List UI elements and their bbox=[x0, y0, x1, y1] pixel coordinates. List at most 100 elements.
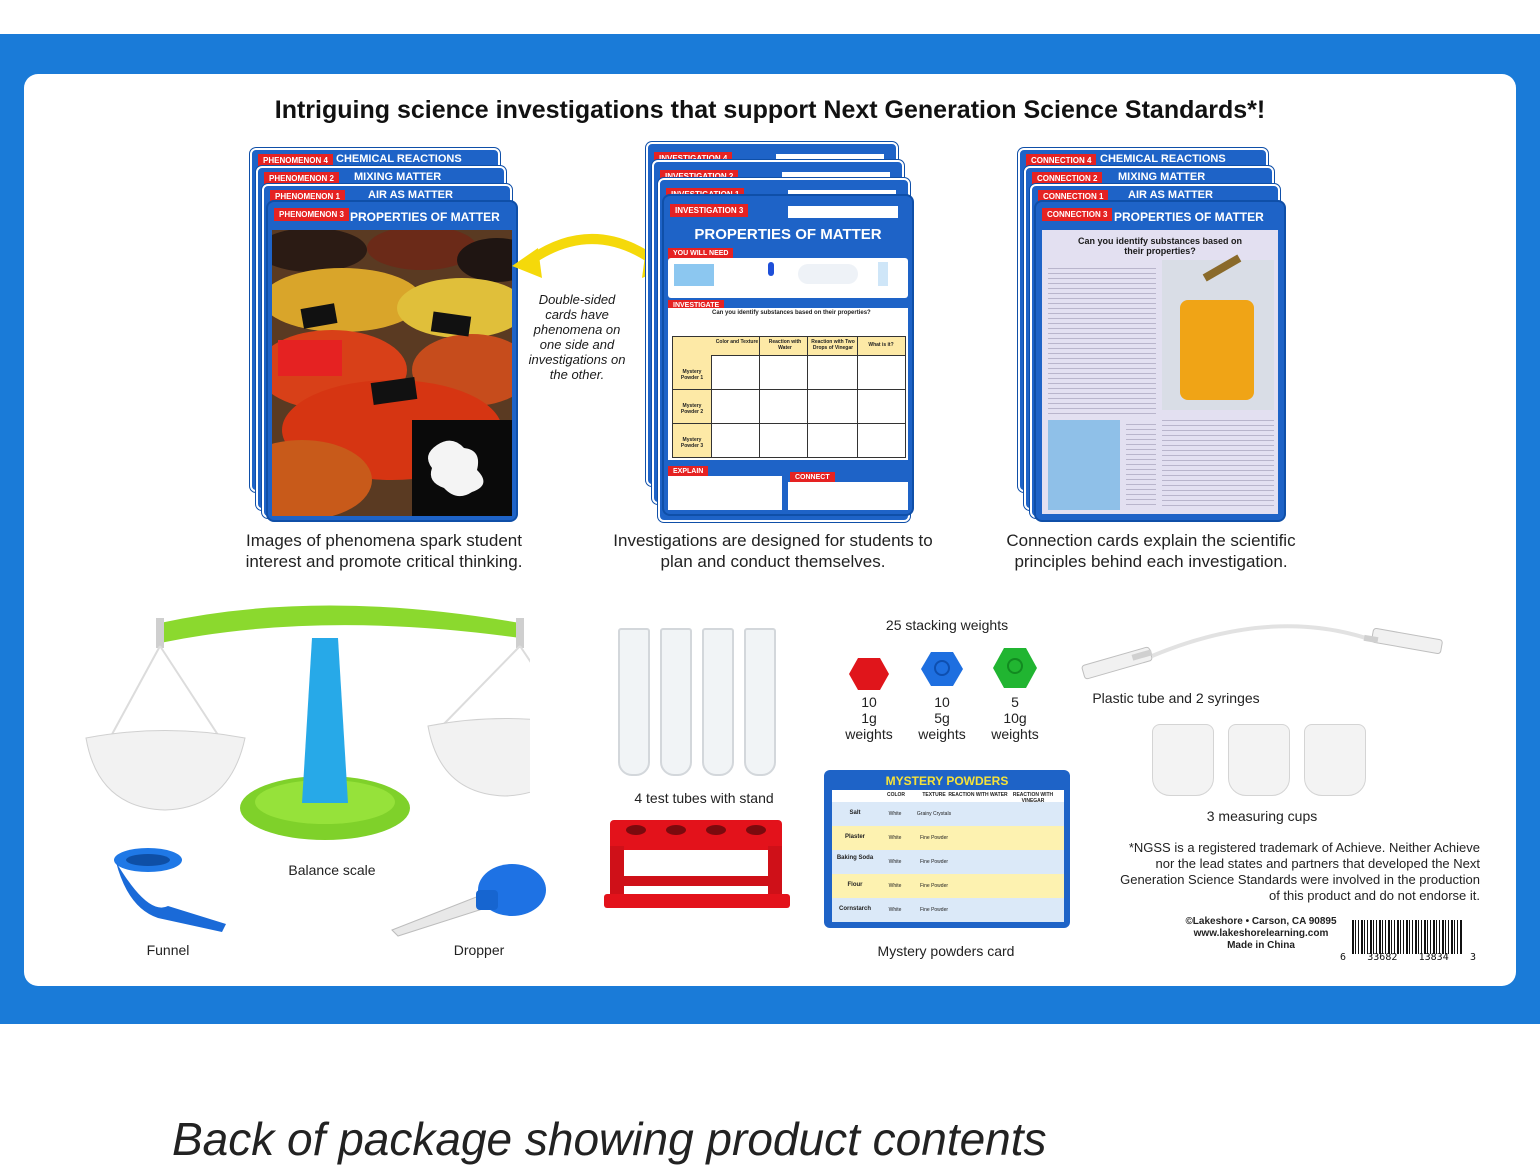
card-title: PROPERTIES OF MATTER bbox=[1114, 210, 1264, 224]
weight-1g-icon bbox=[849, 658, 889, 690]
weight-label: 10 1g weights bbox=[840, 694, 898, 742]
company-website: www.lakeshorelearning.com bbox=[1193, 928, 1329, 939]
funnel-illustration bbox=[114, 848, 226, 932]
card-title: PROPERTIES OF MATTER bbox=[694, 226, 882, 243]
card-title: MIXING MATTER bbox=[1118, 171, 1206, 183]
bottle-icon bbox=[878, 262, 888, 286]
mystery-row: Plaster White Fine Powder bbox=[832, 826, 1064, 850]
mystery-row-texture: Grainy Crystals bbox=[916, 811, 952, 817]
mystery-row-texture: Fine Powder bbox=[919, 835, 949, 841]
table-row-header-col bbox=[673, 355, 712, 457]
tube-syringes-illustration bbox=[1081, 624, 1443, 680]
honey-photo bbox=[1162, 254, 1274, 410]
barcode-digit: 6 bbox=[1340, 952, 1347, 963]
mystery-row-name: Plaster bbox=[844, 834, 865, 840]
mystery-row-name: Baking Soda bbox=[836, 855, 874, 861]
company-info: ©Lakeshore • Carson, CA 90895 www.lakesh… bbox=[1166, 916, 1356, 952]
investigation-table: Color and Texture Reaction with Water Re… bbox=[672, 336, 906, 458]
card-title: PROPERTIES OF MATTER bbox=[350, 210, 500, 224]
card-tag: CONNECTION 3 bbox=[1042, 208, 1113, 221]
name-line bbox=[788, 206, 898, 218]
weights-title: 25 stacking weights bbox=[885, 617, 1009, 633]
card-title: AIR AS MATTER bbox=[1128, 189, 1213, 201]
test-tube bbox=[660, 628, 692, 776]
card-tag: INVESTIGATION 3 bbox=[670, 204, 749, 217]
table-header-row bbox=[673, 337, 905, 356]
table-line bbox=[857, 337, 858, 457]
card-title: CHEMICAL REACTIONS bbox=[1100, 153, 1226, 165]
weight-size: 10g bbox=[1003, 710, 1027, 726]
mystery-header: REACTION WITH WATER bbox=[948, 792, 1008, 798]
card-tag: CONNECTION 2 bbox=[1032, 172, 1103, 185]
mystery-row: Flour White Fine Powder bbox=[832, 874, 1064, 898]
card-tag: PHENOMENON 2 bbox=[264, 172, 339, 185]
mystery-row: Baking Soda White Fine Powder bbox=[832, 850, 1064, 874]
measuring-cup bbox=[1228, 724, 1290, 796]
weight-count: 5 bbox=[1011, 694, 1019, 710]
name-line bbox=[776, 154, 884, 164]
mystery-header: REACTION WITH VINEGAR bbox=[1012, 792, 1054, 804]
text-block bbox=[1048, 264, 1156, 414]
weight-unit: weights bbox=[918, 726, 966, 742]
card-title: CHEMICAL REACTIONS bbox=[336, 153, 462, 165]
mystery-header: COLOR bbox=[886, 792, 906, 798]
footer-caption: Back of package showing product contents bbox=[172, 1113, 1047, 1165]
balance-scale-illustration bbox=[85, 605, 530, 840]
investigate-question: Can you identify substances based on the… bbox=[712, 310, 871, 316]
weight-10g-icon bbox=[993, 648, 1037, 688]
table-line bbox=[759, 337, 760, 457]
honey-jar bbox=[1180, 300, 1254, 400]
table-row-label: Mystery Powder 1 bbox=[680, 369, 704, 381]
weight-label: 10 5g weights bbox=[912, 694, 972, 742]
connection-question: Can you identify substances based on the… bbox=[1077, 236, 1243, 256]
card-title: AIR AS MATTER bbox=[368, 189, 453, 201]
text-block bbox=[1162, 416, 1274, 508]
dropper-icon bbox=[768, 262, 774, 276]
ngss-disclaimer: *NGSS is a registered trademark of Achie… bbox=[1120, 840, 1480, 903]
mystery-card-table: COLOR TEXTURE REACTION WITH WATER REACTI… bbox=[832, 790, 1064, 922]
barcode bbox=[1352, 920, 1462, 954]
mystery-card-label: Mystery powders card bbox=[877, 943, 1015, 959]
mystery-row-name: Cornstarch bbox=[838, 906, 871, 912]
explain-box bbox=[668, 476, 782, 510]
test-tubes-label: 4 test tubes with stand bbox=[634, 790, 774, 806]
mystery-powders-card: MYSTERY POWDERS COLOR TEXTURE REACTION W… bbox=[824, 770, 1070, 928]
mystery-row-color: White bbox=[888, 835, 902, 841]
measuring-cup bbox=[1304, 724, 1366, 796]
table-header: Color and Texture bbox=[715, 339, 759, 345]
mystery-row-texture: Fine Powder bbox=[919, 907, 949, 913]
table-line bbox=[807, 337, 808, 457]
test-tube bbox=[618, 628, 650, 776]
investigate-area: Can you identify substances based on the… bbox=[668, 308, 908, 460]
double-sided-note: Double-sided cards have phenomena on one… bbox=[528, 292, 626, 382]
test-tube bbox=[702, 628, 734, 776]
mystery-row-texture: Fine Powder bbox=[919, 883, 949, 889]
mystery-row-color: White bbox=[888, 907, 902, 913]
card-tag: PHENOMENON 3 bbox=[274, 208, 349, 221]
card-tag: PHENOMENON 1 bbox=[270, 190, 345, 203]
table-header: Reaction with Water bbox=[768, 339, 802, 351]
barcode-digit: 33682 bbox=[1367, 952, 1398, 963]
mystery-row-color: White bbox=[888, 883, 902, 889]
mystery-row-name: Flour bbox=[847, 882, 863, 888]
explain-label: EXPLAIN bbox=[668, 466, 709, 477]
table-row-label: Mystery Powder 3 bbox=[680, 437, 704, 449]
weight-unit: weights bbox=[991, 726, 1039, 742]
table-line bbox=[673, 423, 905, 424]
barcode-digits: 6 33682 13834 3 bbox=[1340, 952, 1476, 963]
tube-syringes-label: Plastic tube and 2 syringes bbox=[1092, 690, 1260, 706]
card-icon bbox=[674, 264, 714, 286]
card-tag: CONNECTION 4 bbox=[1026, 154, 1097, 167]
dropper-label: Dropper bbox=[453, 942, 505, 958]
phenomenon-caption: Images of phenomena spark student intere… bbox=[245, 531, 523, 571]
investigation-card-front: INVESTIGATION 3 PROPERTIES OF MATTER YOU… bbox=[664, 196, 912, 514]
card-tag: PHENOMENON 4 bbox=[258, 154, 333, 167]
mystery-row: Salt White Grainy Crystals bbox=[832, 802, 1064, 826]
dropper-illustration bbox=[391, 864, 546, 937]
spices-photo bbox=[272, 230, 512, 516]
card-tag: CONNECTION 1 bbox=[1038, 190, 1109, 203]
spoon bbox=[1202, 254, 1242, 282]
phenomenon-card-front: PHENOMENON 3 PROPERTIES OF MATTER bbox=[268, 202, 516, 520]
balance-scale-label: Balance scale bbox=[288, 862, 376, 878]
weight-label: 5 10g weights bbox=[984, 694, 1046, 742]
